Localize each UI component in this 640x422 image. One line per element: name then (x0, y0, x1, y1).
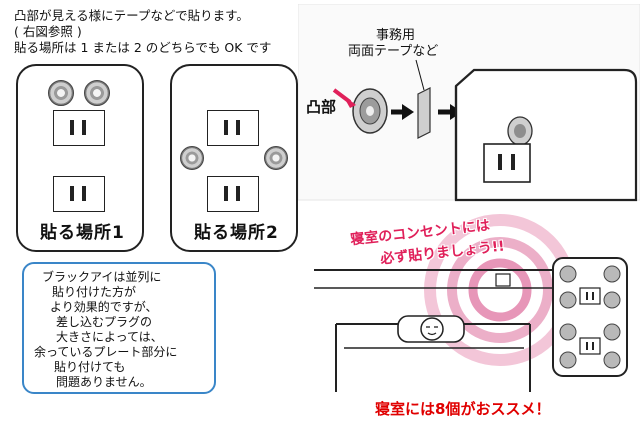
sticker-disc-center (366, 106, 374, 116)
black-eye-sticker-icon (603, 291, 621, 309)
socket-slot (498, 154, 502, 170)
sleeping-face-icon (420, 317, 444, 341)
arrow-right-head (402, 104, 414, 120)
socket-icon (579, 287, 601, 305)
outlet-plate-1: 貼る場所1 (16, 64, 144, 252)
instruction-line-2: ( 右図参照 ) (14, 24, 82, 39)
outlet-plate-perspective (454, 68, 638, 202)
socket-slot (592, 342, 594, 350)
bedroom-recommendation: 寝室には8個がおススメ！ (375, 400, 551, 418)
note-box: ブラックアイは並列に 貼り付けた方が より効果的ですが、 差し込むプラグの 大き… (22, 262, 216, 394)
bedroom-illustration: 寝室のコンセントには 必ず貼りましょう!! (310, 208, 640, 392)
black-eye-sticker-icon (603, 323, 621, 341)
attachment-diagram: 凸部 事務用 両面テープなど (297, 3, 640, 202)
tape-label-line-1: 事務用 (376, 28, 416, 43)
plate-2-label: 貼る場所2 (194, 223, 279, 243)
black-eye-sticker-icon (180, 146, 204, 170)
outlet-plate-2: 貼る場所2 (170, 64, 298, 252)
instruction-line-3: 貼る場所は 1 または 2 のどちらでも OK です (14, 40, 272, 55)
socket-icon (483, 143, 531, 183)
socket-icon (207, 110, 259, 146)
plate-1-label: 貼る場所1 (40, 223, 125, 243)
pink-pointer-arrow-shaft (332, 88, 352, 104)
note-line: より効果的ですが、 (50, 300, 158, 314)
socket-slot (586, 292, 588, 300)
black-eye-sticker-icon (264, 146, 288, 170)
attachment-diagram-drawing (297, 3, 640, 202)
black-eye-sticker-icon (559, 323, 577, 341)
note-line: 貼り付けた方が (52, 285, 137, 299)
face-mouth (427, 332, 437, 336)
tape-leader-line (415, 59, 425, 91)
protrusion-label: 凸部 (306, 98, 337, 116)
socket-slot (586, 342, 588, 350)
bedroom-drawing (314, 214, 628, 392)
note-line: ブラックアイは並列に (42, 270, 162, 284)
note-line: 大きさによっては、 (56, 330, 163, 344)
wall-outlet-icon (495, 273, 511, 287)
tape-icon (417, 87, 431, 139)
instruction-line-1: 凸部が見える様にテープなどで貼ります。 (14, 8, 249, 23)
black-eye-sticker-icon (603, 265, 621, 283)
black-eye-sticker-icon (559, 265, 577, 283)
tape-label-line-2: 両面テープなど (348, 44, 439, 59)
pink-wave-ring (468, 258, 532, 322)
socket-slot (592, 292, 594, 300)
sticker-on-plate-inner (514, 124, 526, 138)
black-eye-sticker-icon (559, 291, 577, 309)
socket-icon (53, 110, 105, 146)
note-line: 問題ありません。 (56, 375, 152, 389)
note-line: 貼り付けても (54, 360, 126, 374)
black-eye-sticker-icon (84, 80, 110, 106)
socket-slot (511, 154, 515, 170)
black-eye-sticker-icon (559, 351, 577, 369)
socket-icon (207, 176, 259, 212)
black-eye-sticker-icon (603, 351, 621, 369)
socket-icon (53, 176, 105, 212)
note-line: 差し込むプラグの (56, 315, 153, 329)
pink-wave-ring (447, 237, 553, 343)
socket-icon (579, 337, 601, 355)
note-line: 余っているプレート部分に (34, 345, 178, 359)
black-eye-sticker-icon (48, 80, 74, 106)
eight-sticker-plate (552, 257, 628, 377)
